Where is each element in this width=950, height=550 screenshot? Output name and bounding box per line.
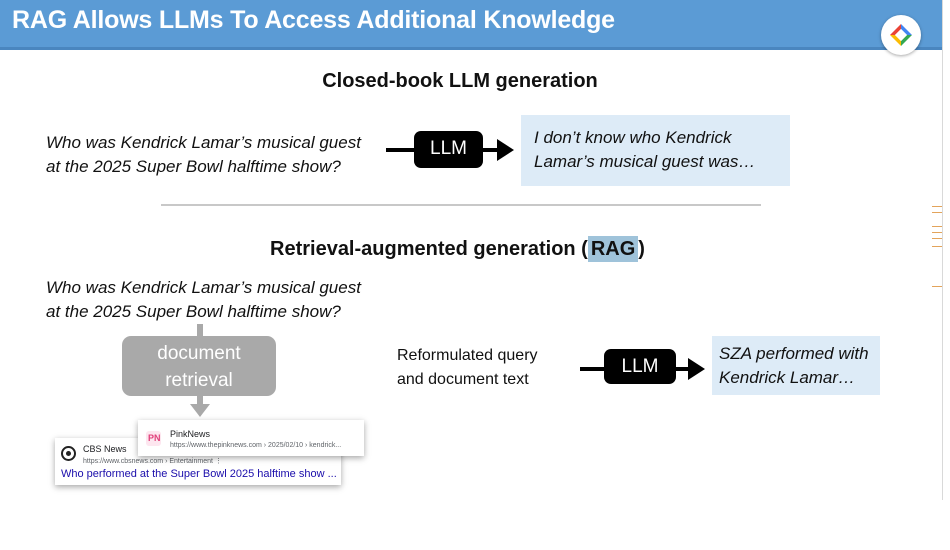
rag-output-arrow-head [688,358,705,380]
rag-llm-box: LLM [604,349,676,384]
answer-line: Kendrick Lamar… [719,368,856,387]
rag-output-arrow-line [676,367,690,371]
document-retrieval-box: document retrieval [122,336,276,396]
reformulated-query-text: Reformulated query and document text [397,344,538,392]
search-result-card[interactable]: PN PinkNews https://www.thepinknews.com … [138,420,364,456]
window-edge [942,0,950,500]
side-markers [932,200,942,290]
rag-heading-prefix: Retrieval-augmented generation ( [270,238,588,260]
output-arrow-line [483,148,499,152]
closed-book-question: Who was Kendrick Lamar’s musical guest a… [46,131,361,179]
retrieval-arrow-head [190,404,210,417]
search-result-card[interactable]: CBS News https://www.cbsnews.com › Enter… [55,438,341,485]
retrieval-arrow-stem [197,324,203,336]
result-title-link[interactable]: Who performed at the Super Bowl 2025 hal… [61,468,337,480]
question-line: Who was Kendrick Lamar’s musical guest [46,133,361,152]
closed-book-llm-box: LLM [414,131,483,168]
answer-line: I don’t know who Kendrick [534,128,732,147]
rag-heading: Retrieval-augmented generation (RAG) [270,236,645,262]
rag-heading-suffix: ) [638,238,645,260]
blank-area [0,500,950,550]
cbs-eye-icon [61,446,76,461]
rag-question: Who was Kendrick Lamar’s musical guest a… [46,276,361,324]
result-url: https://www.thepinknews.com › 2025/02/10… [170,442,342,449]
section-divider [161,204,761,206]
answer-line: Lamar’s musical guest was… [534,152,756,171]
slide-title: RAG Allows LLMs To Access Additional Kno… [12,6,615,34]
reformulated-line: Reformulated query [397,347,538,364]
input-arrow-line [386,148,416,152]
closed-book-heading: Closed-book LLM generation [322,70,598,92]
retrieval-line: retrieval [165,370,233,391]
rag-answer: SZA performed with Kendrick Lamar… [712,336,880,395]
rag-highlight: RAG [587,236,639,262]
retrieval-arrow-stem-lower [197,396,203,405]
result-site-name: CBS News [83,444,127,454]
reformulated-line: and document text [397,371,529,388]
diamond-logo-icon [881,15,921,55]
closed-book-answer: I don’t know who Kendrick Lamar’s musica… [521,115,790,186]
title-bar: RAG Allows LLMs To Access Additional Kno… [0,0,942,50]
rag-input-arrow-line [580,367,605,371]
retrieval-line: document [157,343,241,364]
output-arrow-head [497,139,514,161]
question-line: at the 2025 Super Bowl halftime show? [46,157,341,176]
pinknews-icon: PN [146,431,161,446]
result-url: https://www.cbsnews.com › Entertainment … [83,458,222,465]
slide: RAG Allows LLMs To Access Additional Kno… [0,0,942,485]
answer-line: SZA performed with [719,344,869,363]
question-line: at the 2025 Super Bowl halftime show? [46,302,341,321]
question-line: Who was Kendrick Lamar’s musical guest [46,278,361,297]
result-site-name: PinkNews [170,429,211,439]
